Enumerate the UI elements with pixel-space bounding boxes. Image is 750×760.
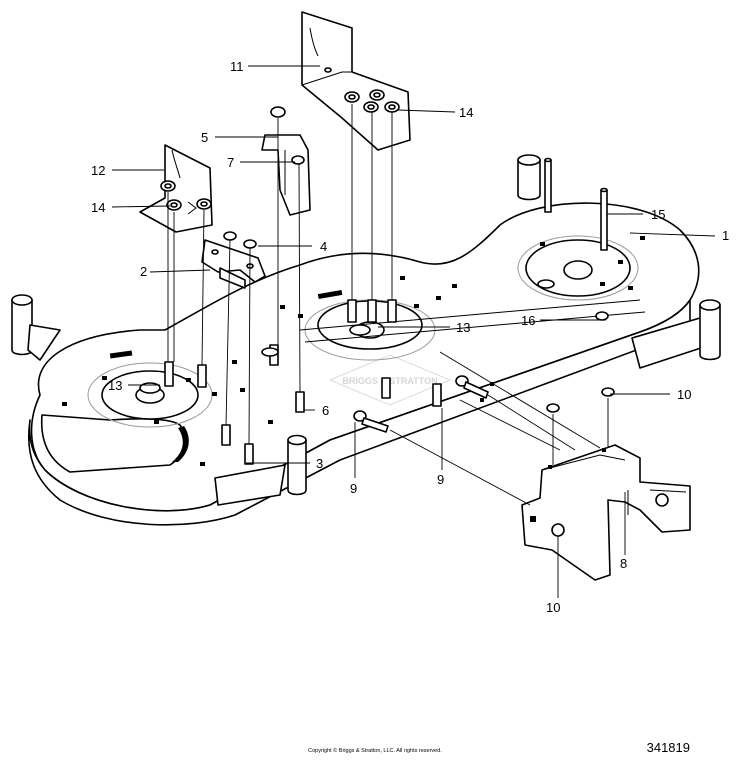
part-8-bracket <box>521 444 691 581</box>
callout-10b: 10 <box>546 600 560 615</box>
diagram-number: 341819 <box>646 740 690 755</box>
callout-11: 11 <box>230 59 244 74</box>
callout-6: 6 <box>322 403 329 418</box>
callout-8: 8 <box>620 556 627 571</box>
callout-15: 15 <box>651 207 665 222</box>
callout-14b: 14 <box>91 200 105 215</box>
callout-14a: 14 <box>459 105 473 120</box>
callout-1: 1 <box>722 228 729 243</box>
callout-numbers: 1 2 3 4 5 6 7 8 9 9 10 10 11 12 13 13 14… <box>91 59 729 615</box>
callout-4: 4 <box>320 239 327 254</box>
callout-13b: 13 <box>456 320 470 335</box>
callout-12: 12 <box>91 163 105 178</box>
callout-10a: 10 <box>677 387 691 402</box>
part-2-bracket <box>201 239 266 289</box>
callout-13a: 13 <box>108 378 122 393</box>
callout-9b: 9 <box>437 472 444 487</box>
callout-5: 5 <box>201 130 208 145</box>
callout-9a: 9 <box>350 481 357 496</box>
callout-16: 16 <box>521 313 535 328</box>
part-12-bracket <box>139 144 213 233</box>
callout-7: 7 <box>227 155 234 170</box>
callout-3: 3 <box>316 456 323 471</box>
leader-lines <box>111 65 716 598</box>
callout-2: 2 <box>140 264 147 279</box>
copyright-notice: Copyright © Briggs & Stratton, LLC. All … <box>308 748 442 754</box>
part-5-bracket <box>261 134 311 216</box>
part-11-bracket <box>301 11 411 151</box>
deck-hole-marks <box>62 236 645 466</box>
